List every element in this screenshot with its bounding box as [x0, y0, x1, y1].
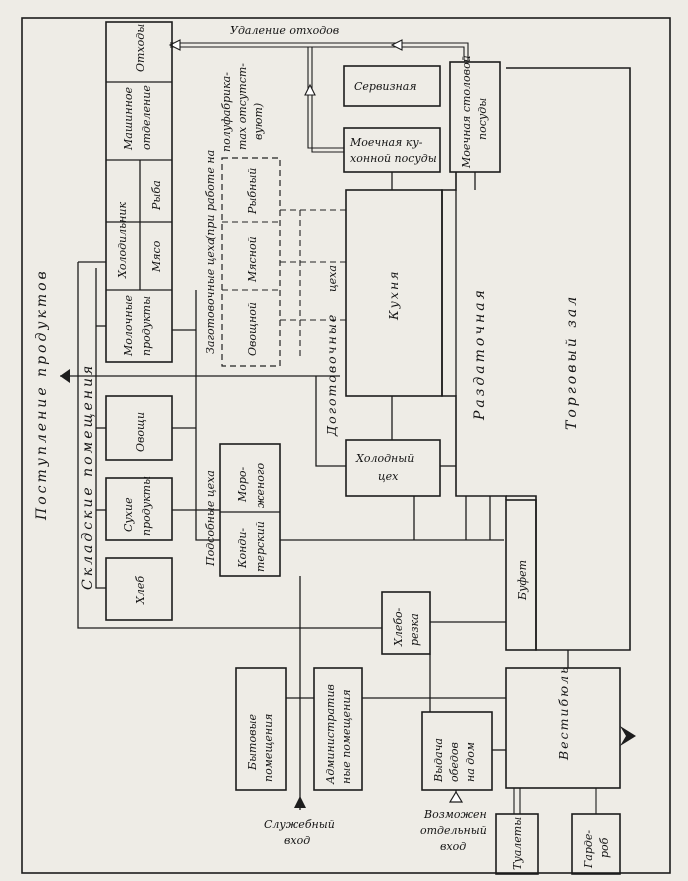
box-hleb: [105, 557, 173, 621]
box-moechnaya-kuh: [343, 127, 441, 173]
label-ovoschnoy: Овощной: [246, 302, 259, 356]
entrance-optional-icon: [448, 790, 464, 803]
label-moechnaya-kuh-1: Моечная ку-: [349, 136, 423, 149]
label-bytovye-1: Бытовые: [246, 714, 259, 771]
box-suhie: [105, 477, 173, 541]
label-tualety: Туалеты: [511, 817, 524, 870]
label-sluzh-2: вход: [284, 834, 310, 847]
label-kuhnya: Кухня: [386, 270, 401, 322]
main-entrance-icon: [620, 726, 636, 746]
label-skladskie: Складские помещения: [80, 363, 96, 590]
label-garderob-1: Гарде-: [582, 830, 595, 869]
label-vozm-3: вход: [440, 840, 466, 853]
label-zagot: Заготовочные цеха: [204, 238, 217, 354]
label-holodny-2: цех: [378, 470, 399, 483]
label-moro-2: женого: [254, 463, 267, 508]
box-admin: [313, 667, 363, 791]
label-othody: Отходы: [134, 24, 147, 72]
arrow-up-icon: [304, 83, 316, 96]
box-holodny: [345, 439, 441, 497]
group-cold-storage: [105, 21, 173, 363]
label-moro-1: Моро-: [236, 466, 249, 503]
waste-flow-lines: [168, 39, 469, 153]
label-zagot-note-4: вуют): [252, 103, 265, 140]
label-podsobnye: Подсобные цеха: [204, 470, 217, 567]
label-suhie-2: продукты: [140, 476, 153, 536]
label-dogotov: Доготовочные: [324, 313, 339, 437]
label-molochnye-1: Молочные: [122, 294, 135, 357]
entrance-service-icon: [294, 796, 306, 808]
label-vydacha-2: обедов: [448, 742, 461, 782]
box-bufet: [505, 499, 537, 651]
label-mashinnoe-1: Машинное: [122, 87, 135, 151]
box-razdatochnaya: [441, 172, 507, 500]
label-ryba: Рыба: [150, 180, 163, 211]
box-servisnaya: [343, 65, 441, 107]
group-podsobnye: [219, 443, 281, 577]
arrow-left-icon: [168, 39, 181, 51]
label-servisnaya: Сервизная: [354, 80, 417, 93]
label-suhie-1: Сухие: [122, 497, 135, 532]
box-torgovy-zal: [506, 67, 631, 651]
label-rybny: Рыбный: [246, 168, 259, 215]
storage-connectors: [60, 261, 340, 629]
box-moechnaya-stol: [449, 61, 501, 173]
box-garderob: [571, 813, 621, 875]
label-sluzh-1: Служебный: [264, 818, 335, 831]
label-vozm-1: Возможен: [423, 808, 487, 821]
box-bytovye: [235, 667, 287, 791]
label-zagot-note-1: (при работе на: [204, 150, 217, 240]
label-moechnaya-stol-1: Моечная столовой: [460, 55, 473, 169]
box-hleborezka: [381, 591, 431, 655]
label-torgovy-zal: Торговый зал: [564, 294, 580, 430]
arrow-right-icon: [60, 369, 70, 383]
label-vydacha-3: на дом: [464, 742, 477, 782]
label-waste: Удаление отходов: [230, 24, 339, 37]
label-postuplenie: Поступление продуктов: [34, 268, 50, 521]
outer-frame: [21, 17, 671, 874]
label-ovoschi: Овощи: [134, 412, 147, 452]
arrow-left-icon: [390, 39, 403, 51]
label-hlebo-1: Хлебо-: [392, 607, 405, 647]
label-moechnaya-stol-2: посуды: [476, 98, 489, 140]
box-vestibyul: [505, 667, 621, 789]
label-bytovye-2: помещения: [262, 714, 275, 782]
label-razdatochnaya: Раздаточная: [472, 287, 488, 421]
label-mashinnoe-2: отделение: [140, 85, 153, 150]
label-myasnoy: Мясной: [246, 236, 259, 283]
box-vydacha: [421, 711, 493, 791]
label-vozm-2: отдельный: [420, 824, 487, 837]
box-tualety: [495, 813, 539, 875]
label-hlebo-2: резка: [408, 613, 421, 646]
label-kondi-2: терский: [254, 521, 267, 572]
label-zagot-note-2: полуфабрика-: [220, 72, 233, 152]
label-moechnaya-kuh-2: хонной посуды: [350, 152, 437, 165]
label-vestibyul: Вестибюль: [556, 665, 571, 761]
label-vydacha-1: Выдача: [432, 738, 445, 783]
label-holodilnik: Холодильник: [116, 202, 129, 279]
label-holodny-1: Холодный: [355, 452, 414, 465]
label-admin-2: ные помещения: [340, 689, 353, 784]
label-zagot-note-3: тах отсутст-: [236, 63, 249, 150]
label-hleb: Хлеб: [134, 576, 147, 605]
label-admin-1: Административ: [324, 684, 337, 785]
label-bufet: Буфет: [516, 560, 529, 601]
label-myaso: Мясо: [150, 240, 163, 273]
label-molochnye-2: продукты: [140, 296, 153, 356]
label-kondi-1: Конди-: [236, 528, 249, 569]
label-tseha: цеха: [326, 265, 339, 292]
label-garderob-2: роб: [598, 837, 611, 858]
